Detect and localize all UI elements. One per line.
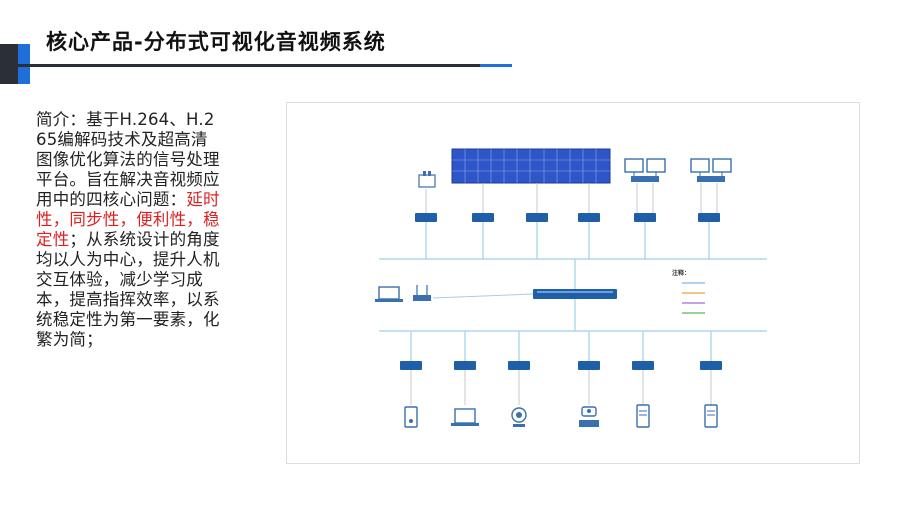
input-node (700, 361, 722, 370)
video-wall (451, 148, 611, 184)
intro-paragraph: 简介：基于H.264、H.265编解码技术及超高清图像优化算法的信号处理平台。旨… (36, 110, 220, 350)
intro-highlight: 延时性，同步性，便利性，稳定性 (36, 190, 220, 249)
output-node (634, 213, 656, 222)
output-node (526, 213, 548, 222)
legend-title: 注释： (672, 269, 690, 277)
server-icon-1 (636, 404, 650, 428)
input-node (632, 361, 654, 370)
bottom-input-nodes (400, 361, 722, 370)
top-device-links (425, 183, 718, 213)
intro-text-lead: 简介：基于H.264、H.265编解码技术及超高清图像优化算法的信号处理平台。旨… (36, 110, 220, 209)
system-diagram: 注释： (286, 102, 860, 464)
laptop-icon (375, 286, 403, 302)
lower-bus (379, 299, 767, 361)
input-node (400, 361, 422, 370)
operator-workstation-2 (690, 158, 732, 182)
bottom-device-links (410, 370, 712, 405)
audio-processor-icon (418, 171, 436, 188)
intro-text-tail: ；从系统设计的角度均以人为中心，提升人机交互体验，减少学习成本，提高指挥效率，以… (36, 230, 220, 349)
input-node (454, 361, 476, 370)
page-title: 核心产品-分布式可视化音视频系统 (46, 30, 386, 54)
ptz-camera-icon (579, 406, 599, 427)
core-switch (533, 289, 617, 299)
input-node (508, 361, 530, 370)
input-node (578, 361, 600, 370)
title-underline (0, 64, 512, 67)
title-underline-accent (480, 64, 512, 67)
webcam-icon (511, 407, 527, 427)
workstation-tower-icon (404, 406, 418, 428)
server-icon-2 (704, 404, 718, 428)
top-output-nodes (415, 213, 720, 222)
output-node (698, 213, 720, 222)
output-node (415, 213, 437, 222)
upper-bus (379, 222, 767, 289)
title-accent-bar (0, 22, 30, 84)
laptop-source-icon (451, 408, 479, 426)
system-diagram-canvas: 注释： (375, 148, 767, 428)
router-link (432, 293, 534, 299)
output-node (578, 213, 600, 222)
operator-workstation-1 (624, 158, 666, 182)
output-node (472, 213, 494, 222)
legend: 注释： (672, 269, 705, 314)
wifi-router-icon (413, 285, 431, 301)
